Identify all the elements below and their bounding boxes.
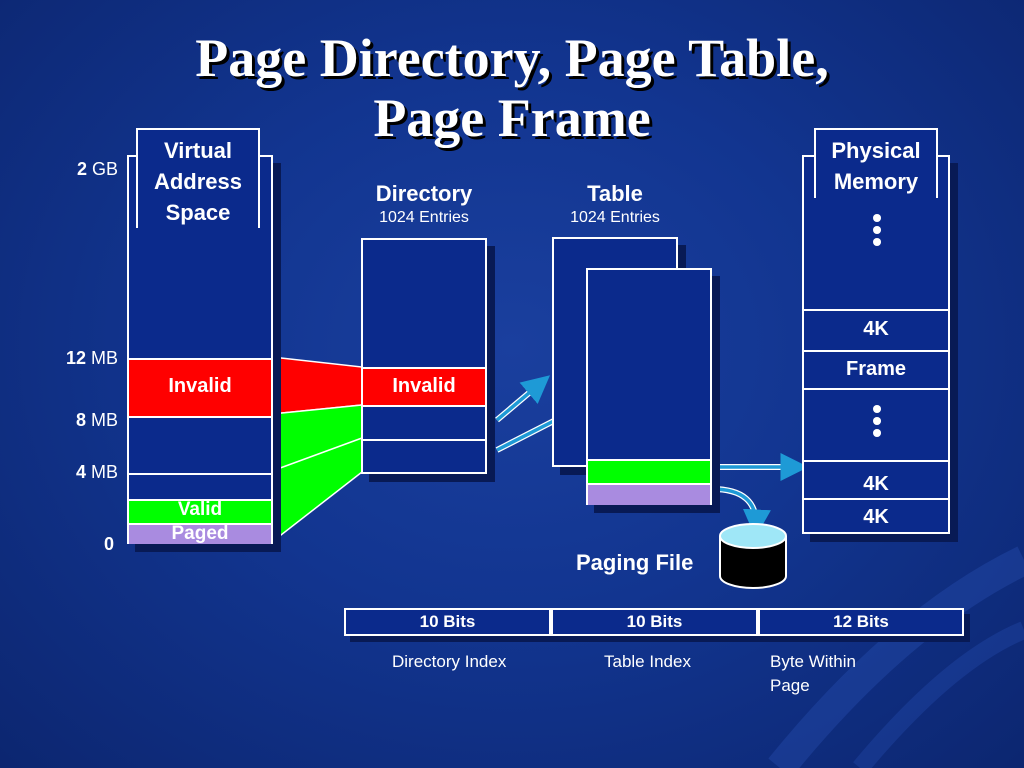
table-heading: Table 1024 Entries [545,181,685,227]
invalid-region [129,358,271,416]
title-line-1: Page Directory, Page Table, [195,28,829,88]
scale-8mb: 8 MB [75,410,118,430]
table-title: Table [587,181,643,206]
physical-cell-4k-2: 4K [863,473,889,495]
table-valid-entry [588,459,710,483]
directory-invalid-entry [363,367,485,405]
directory-to-table-arrow-1-inner [495,375,551,422]
bits-byte-within-page: 12 Bits [758,608,964,636]
virtual-tab-line-2: Address [153,169,243,194]
directory-entries: 1024 Entries [379,209,469,226]
label-directory-index: Directory Index [392,652,507,671]
frame-4k-bottom [804,498,948,534]
physical-tab-line-1: Physical [831,138,921,163]
region-4mb [129,473,271,499]
frame-4k-mid [804,460,948,498]
scale-12mb: 12 MB [65,348,118,368]
scale-0: 0 [103,534,114,554]
table-paged-entry [588,483,710,505]
directory-invalid-label: Invalid [392,375,456,397]
paging-file-cylinder [719,523,787,589]
page-table-front [586,268,712,505]
virtual-address-space-tab: Virtual Address Space [136,128,260,228]
frame-gap-cell [804,388,948,460]
valid-region [129,499,271,523]
slide-title: Page Directory, Page Table, Page Frame [0,28,1024,148]
page-directory [361,238,487,474]
label-byte-within-page: Byte Within Page [770,652,856,695]
label-table-index: Table Index [604,652,691,671]
region-8mb [129,416,271,473]
scale-2gb: 2 GB [76,159,118,179]
table-to-paging-file-arrow-inner [711,487,771,538]
frame-label-cell [804,350,948,388]
physical-cell-4k-1: 4K [863,318,889,340]
paged-region [129,523,271,544]
directory-title: Directory [375,181,473,206]
physical-cell-4k-3: 4K [863,506,889,528]
virtual-tab-line-1: Virtual [163,138,233,163]
scale-4mb: 4 MB [75,462,118,482]
directory-entry-3 [363,439,485,474]
valid-mapping-divider [271,437,363,472]
virtual-tab-line-3: Space [165,200,231,225]
physical-tab-line-2: Memory [833,169,919,194]
virtual-paged-label: Paged [171,523,229,544]
directory-entry-2 [363,405,485,439]
bits-table-index: 10 Bits [551,608,758,636]
paging-file-label: Paging File [576,550,694,575]
physical-dots-top: ••• [872,202,882,257]
directory-heading: Directory 1024 Entries [354,181,494,227]
physical-memory [802,155,950,534]
physical-dots-middle: ••• [872,393,882,448]
invalid-mapping-band [271,356,363,415]
valid-mapping-band [271,404,363,544]
virtual-valid-label: Valid [177,499,223,520]
frame-4k-top [804,309,948,350]
physical-memory-tab: Physical Memory [814,128,938,198]
title-line-2: Page Frame [373,88,651,148]
bits-directory-index: 10 Bits [344,608,551,636]
table-entries: 1024 Entries [570,209,660,226]
virtual-invalid-label: Invalid [168,375,232,397]
physical-cell-frame: Frame [845,358,907,380]
